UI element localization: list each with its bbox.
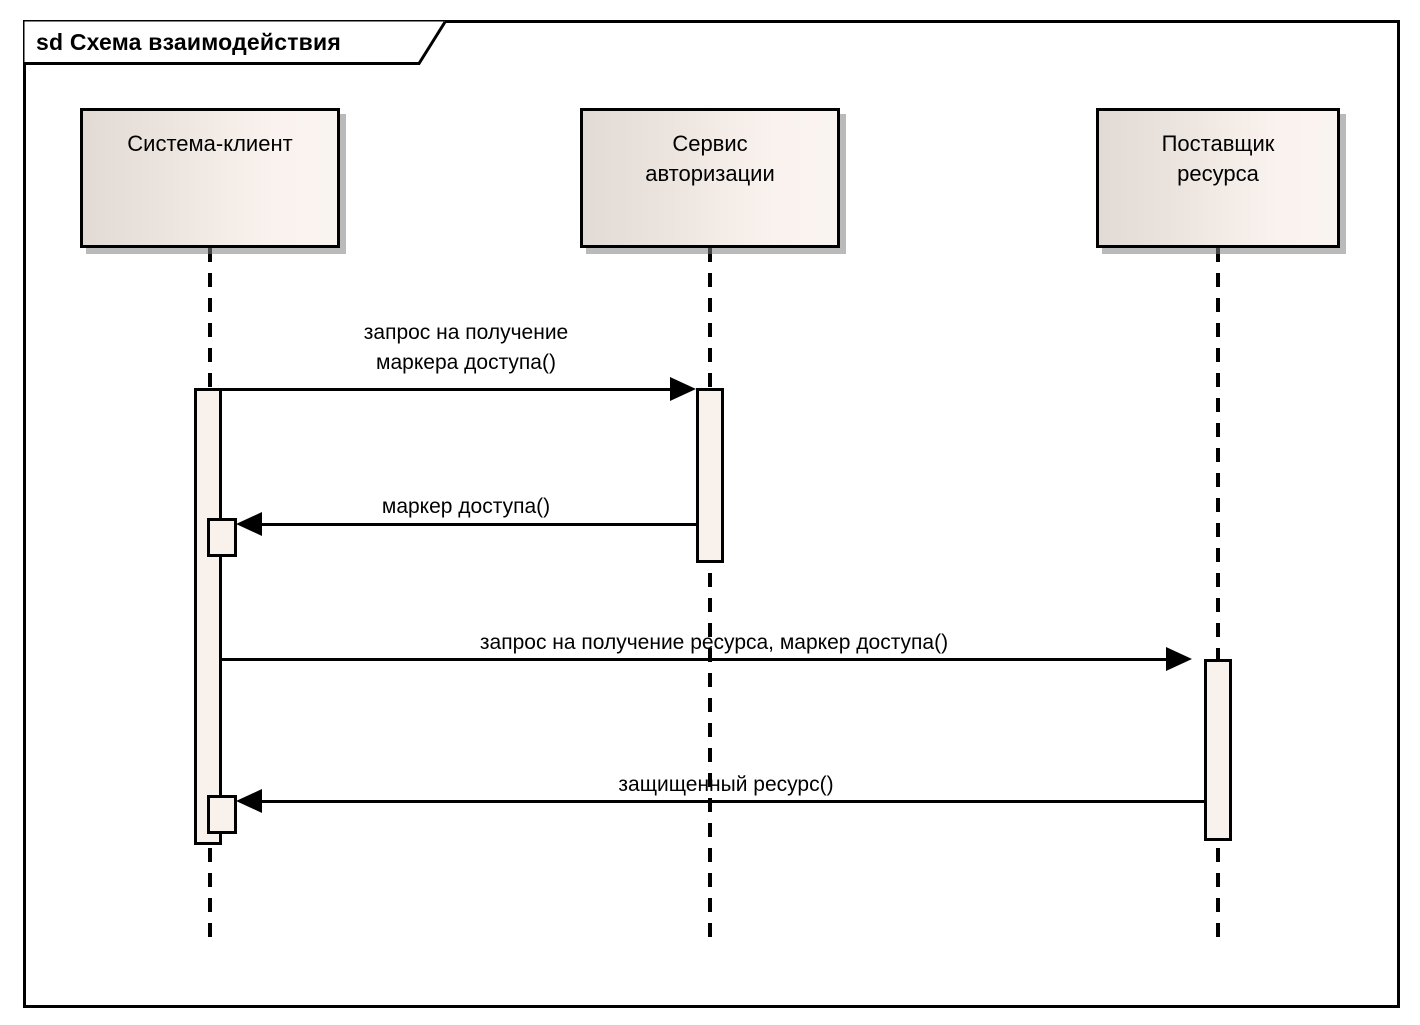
arrow-head-icon-2	[236, 512, 262, 536]
activation-bar-client-main	[194, 388, 222, 845]
message-line-4[interactable]	[250, 800, 1204, 803]
lifeline-label-authsvc: Сервис авторизации	[645, 131, 775, 187]
frame-title: sd Схема взаимодействия	[36, 29, 341, 55]
activation-bar-provider	[1204, 659, 1232, 841]
activation-bar-client-nested-2	[207, 795, 237, 834]
message-line-3[interactable]	[220, 658, 1168, 661]
activation-bar-client-nested-1	[207, 518, 237, 557]
arrow-head-icon-1	[670, 377, 696, 401]
lifeline-head-provider[interactable]: Поставщик ресурса	[1096, 108, 1340, 248]
arrow-head-icon-4	[236, 789, 262, 813]
message-label-3: запрос на получение ресурса, маркер дост…	[479, 631, 949, 654]
lifeline-dash-authsvc	[708, 248, 712, 948]
lifeline-head-client[interactable]: Система-клиент	[80, 108, 340, 248]
message-label-2: маркер доступа()	[381, 495, 551, 518]
frame-name-tab	[23, 20, 447, 65]
activation-bar-authsvc	[696, 388, 724, 563]
lifeline-head-authsvc[interactable]: Сервис авторизации	[580, 108, 840, 248]
arrow-head-icon-3	[1166, 647, 1192, 671]
message-line-2[interactable]	[250, 523, 698, 526]
message-label-4: защищенный ресурс()	[618, 773, 834, 796]
lifeline-dash-provider	[1216, 248, 1220, 948]
message-label-1: запрос на получение маркера доступа()	[363, 321, 569, 374]
lifeline-label-provider: Поставщик ресурса	[1161, 131, 1275, 187]
lifeline-label-client: Система-клиент	[127, 131, 293, 156]
message-line-1[interactable]	[220, 388, 680, 391]
